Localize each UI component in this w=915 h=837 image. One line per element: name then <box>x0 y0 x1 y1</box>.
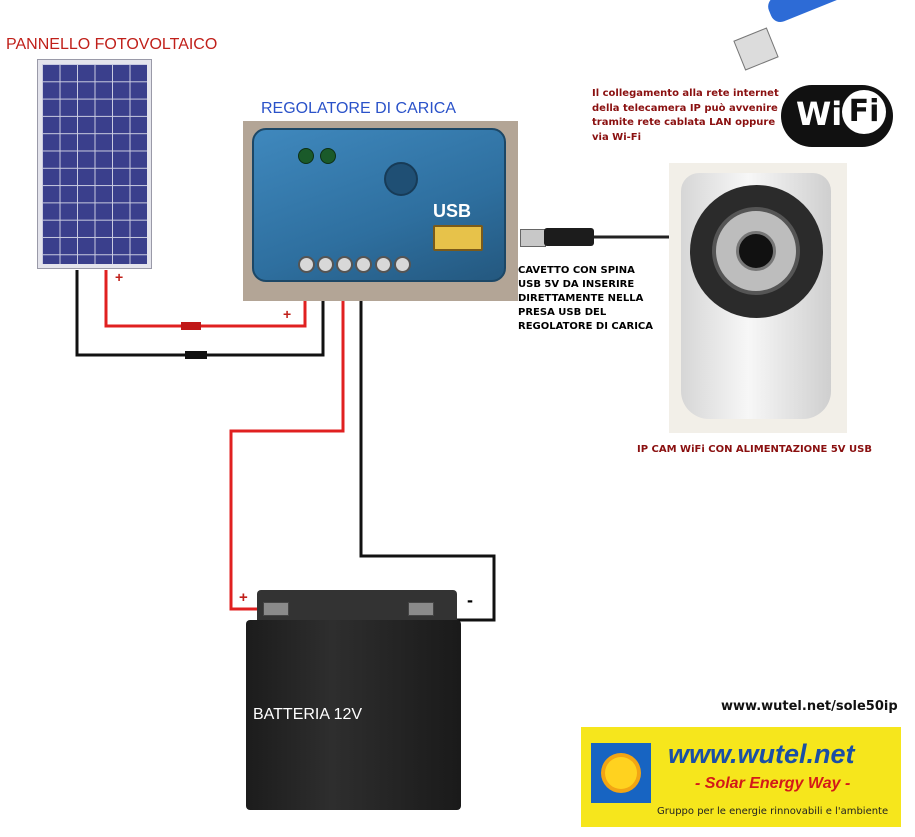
battery-negative-terminal-icon <box>408 602 434 616</box>
network-note-line: della telecamera IP può avvenire <box>592 102 778 114</box>
network-note-line: Il collegamento alla rete internet <box>592 88 779 99</box>
usb-cable-icon <box>544 228 594 246</box>
battery-label: BATTERIA 12V <box>253 706 363 723</box>
solar-panel-label: PANNELLO FOTOVOLTAICO <box>6 36 218 53</box>
terminal-load-positive <box>375 256 392 273</box>
battery-negative-wire <box>359 268 496 622</box>
pv-led-icon <box>298 148 314 164</box>
network-note-line: tramite rete cablata LAN oppure <box>592 117 776 128</box>
camera-lens-icon <box>736 231 776 271</box>
battery-minus-sign: - <box>467 590 473 610</box>
cable-note-line: DIRETTAMENTE NELLA <box>518 293 644 304</box>
network-note: Il collegamento alla rete internet della… <box>592 87 779 145</box>
panel-plus-sign: + <box>115 269 124 285</box>
sun-icon <box>605 757 637 789</box>
website-url: www.wutel.net/sole50ip <box>721 699 898 714</box>
solar-cells <box>42 64 147 264</box>
network-note-line: via Wi-Fi <box>592 131 642 143</box>
camera-caption: IP CAM WiFi CON ALIMENTAZIONE 5V USB <box>637 444 872 455</box>
battery-positive-wire <box>229 268 345 611</box>
battery <box>246 620 461 810</box>
terminal-bat-negative <box>355 256 372 273</box>
battery-plus-sign: + <box>239 589 248 606</box>
terminal-bat-positive <box>336 256 353 273</box>
wifi-logo-fi: Fi <box>842 90 886 134</box>
solar-panel <box>37 59 152 269</box>
usb-plug-icon <box>520 229 546 247</box>
cable-note-line: REGOLATORE DI CARICA <box>518 321 653 332</box>
terminal-pv-negative <box>317 256 334 273</box>
logo-tagline: - Solar Energy Way - <box>695 775 851 792</box>
load-led-icon <box>320 148 336 164</box>
terminal-load-negative <box>394 256 411 273</box>
panel-positive-fuse <box>181 322 201 330</box>
cable-note: CAVETTO CON SPINA USB 5V DA INSERIRE DIR… <box>518 264 653 334</box>
cable-note-line: CAVETTO CON SPINA <box>518 265 635 276</box>
usb-label: USB <box>433 201 472 221</box>
panel-negative-fuse <box>185 351 207 359</box>
usb-port-icon <box>433 225 483 251</box>
regulator-label: REGOLATORE DI CARICA <box>261 100 456 117</box>
regulator-button-icon <box>384 162 418 196</box>
logo-footer: Gruppo per le energie rinnovabili e l'am… <box>657 806 889 817</box>
cable-note-line: USB 5V DA INSERIRE <box>518 279 635 290</box>
regulator-plus-sign: + <box>283 306 292 322</box>
wifi-logo-wi: Wi <box>796 95 843 133</box>
terminal-pv-positive <box>298 256 315 273</box>
logo-title: www.wutel.net <box>668 739 855 769</box>
cable-note-line: PRESA USB DEL <box>518 307 607 318</box>
battery-positive-terminal-icon <box>263 602 289 616</box>
